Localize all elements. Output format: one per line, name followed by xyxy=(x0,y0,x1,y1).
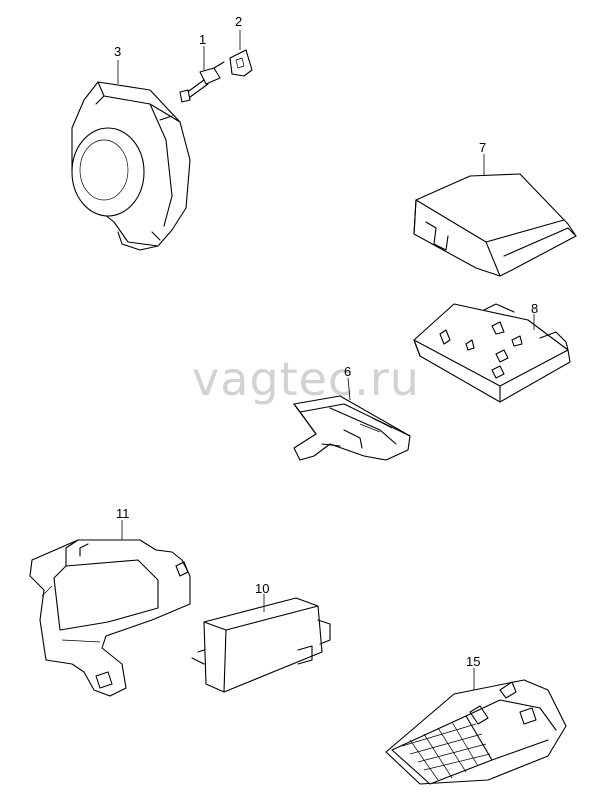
callout-11: 11 xyxy=(116,506,130,521)
callout-3: 3 xyxy=(114,44,121,59)
part-15-grille[interactable]: 15 xyxy=(385,654,567,785)
part-10-module[interactable]: 10 xyxy=(191,581,331,693)
part-3-sensor[interactable]: 3 xyxy=(71,44,191,251)
part-11-frame[interactable]: 11 xyxy=(29,506,191,697)
part-7-cover[interactable]: 7 xyxy=(413,140,577,277)
callout-2: 2 xyxy=(235,14,242,29)
part-2-clip[interactable]: 2 xyxy=(213,14,253,77)
part-8-control-unit[interactable]: 8 xyxy=(413,301,571,403)
callout-15: 15 xyxy=(466,654,480,669)
callout-7: 7 xyxy=(479,140,486,155)
callout-1: 1 xyxy=(199,32,206,47)
callout-6: 6 xyxy=(344,364,351,379)
part-1-screw[interactable]: 1 xyxy=(179,32,221,103)
callout-10: 10 xyxy=(255,581,269,596)
callout-8: 8 xyxy=(531,301,538,316)
part-6-bracket[interactable]: 6 xyxy=(293,364,411,461)
